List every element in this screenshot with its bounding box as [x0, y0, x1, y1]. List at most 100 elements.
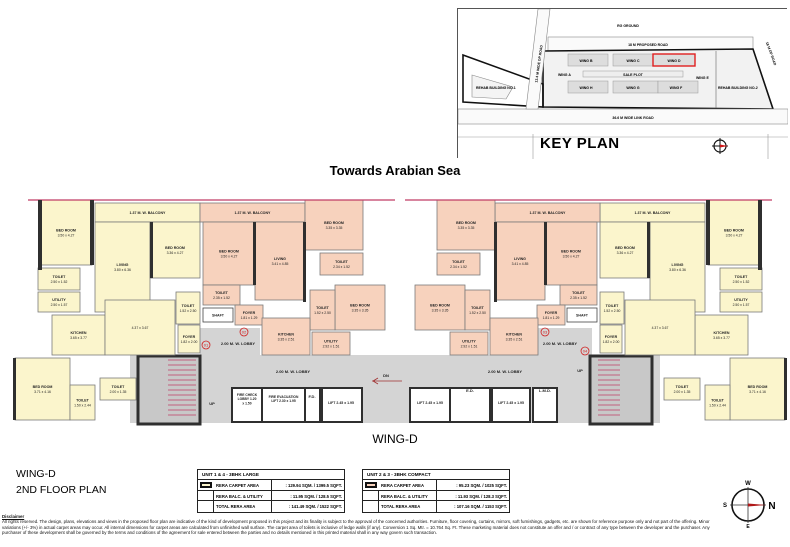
room-dimensions: 3.35 x 3.35	[432, 309, 449, 313]
lift-b: LIFT 2.45 x 1.95	[417, 401, 443, 405]
lobby-labels: 2.00 M. W. LOBBY 2.00 M. W. LOBBY 2.00 M…	[209, 341, 583, 406]
wall	[38, 200, 42, 270]
room-shape	[624, 299, 696, 356]
disclaimer-heading: Disclaimer	[2, 514, 25, 519]
lift-a: LIFT 2.45 x 1.95	[328, 401, 354, 405]
room-dimensions: 2.00 x 1.35	[110, 390, 127, 394]
room-shape	[319, 252, 364, 276]
room: 4.37 x 3.67	[624, 299, 696, 356]
room-dimensions: 3.35 x 2.51	[278, 338, 295, 342]
key-plan-wing-f: WING F	[670, 86, 683, 90]
right-unit-lobby-label: 2.00 M. W. LOBBY	[543, 341, 578, 346]
room-name: BED ROOM	[430, 304, 450, 308]
svg-text:03: 03	[543, 330, 548, 335]
room-shape	[436, 199, 496, 251]
room-shape	[69, 384, 96, 421]
left-unit-lobby	[200, 328, 260, 356]
compass-north: N	[768, 501, 775, 512]
room-dimensions: 1.52 x 2.50	[604, 309, 621, 313]
room-name: TOILET	[606, 304, 620, 308]
room-name: BED ROOM	[350, 304, 370, 308]
room-name: SHAFT	[212, 314, 225, 318]
room-shape	[99, 377, 137, 401]
key-plan-rehab-left: REHAB BUILDING NO-1	[476, 86, 516, 90]
main-lobby-left-label: 2.00 M. W. LOBBY	[276, 369, 311, 374]
room-dimensions: 2.35 x 1.52	[213, 296, 230, 300]
room-name: TOILET	[572, 291, 586, 295]
room-shape	[334, 284, 386, 331]
room-dimensions: 3.41 x 4.85	[272, 262, 289, 266]
room-dimensions: 2.34 x 1.52	[333, 265, 350, 269]
legend-value: : 141.49 SQM. / 1522 SQFT.	[288, 504, 342, 509]
room-dimensions: 3.35 x 3.35	[352, 309, 369, 313]
room-shape	[149, 221, 201, 279]
room-shape	[202, 221, 256, 286]
room-dimensions: 2.34 x 1.52	[450, 265, 467, 269]
room-dimensions: 2.92 x 1.51	[323, 345, 340, 349]
room-name: TOILET	[735, 275, 749, 279]
room-shape	[663, 377, 701, 401]
room: SHAFT	[202, 307, 234, 323]
room-shape	[304, 199, 364, 251]
room-dimensions: 3.35 x 2.51	[506, 338, 523, 342]
lift-machine-duct: L.M.D.	[539, 388, 551, 393]
legend-key: RERA BALC. & UTILITY	[214, 490, 272, 500]
core-room	[491, 387, 531, 423]
room-shape	[37, 267, 81, 291]
compass-south: S	[723, 503, 727, 509]
room-shape	[599, 221, 651, 279]
room-shape	[649, 221, 706, 313]
key-plan-wing-d: WING D	[667, 59, 680, 63]
compass-icon: W S N E	[723, 481, 776, 528]
disclaimer: Disclaimer All rights reserved. The desi…	[2, 514, 722, 536]
legend-heading: UNIT 1 & 4 - 3BHK LARGE	[198, 470, 344, 480]
lift-c: LIFT 2.45 x 1.95	[498, 401, 524, 405]
room-dimensions: 2.50 x 1.57	[51, 303, 68, 307]
room-shape	[94, 221, 151, 313]
room-dimensions: 3.50 x 4.27	[58, 234, 75, 238]
room-name: FOYER	[243, 311, 256, 315]
room-shape	[175, 291, 201, 325]
wall	[90, 200, 94, 265]
room: 1.37 M. W. BALCONY	[494, 202, 601, 223]
room-dimensions: 1.52 x 2.50	[469, 311, 486, 315]
room-shape	[449, 331, 489, 356]
room-name: BED ROOM	[561, 250, 581, 254]
room-shape	[177, 324, 201, 354]
room-name: TOILET	[452, 260, 466, 264]
room-dimensions: 1.52 x 2.50	[180, 309, 197, 313]
room-dimensions: 3.65 x 3.77	[713, 336, 730, 340]
wall	[253, 222, 256, 285]
stair-up-left: UP	[209, 401, 215, 406]
room-shape	[14, 357, 71, 421]
core-room	[261, 387, 306, 423]
room-dimensions: 1.81 x 1.29	[241, 316, 258, 320]
main-lobby	[130, 355, 660, 423]
room-name: FOYER	[183, 335, 196, 339]
room: 1.37 M. W. BALCONY	[599, 202, 706, 223]
room-shape	[719, 291, 763, 313]
core-room	[231, 387, 263, 423]
wall	[150, 222, 153, 278]
room-name: LIVING	[117, 263, 129, 267]
room-name: UTILITY	[734, 298, 748, 302]
key-plan-compass-icon	[712, 138, 728, 154]
